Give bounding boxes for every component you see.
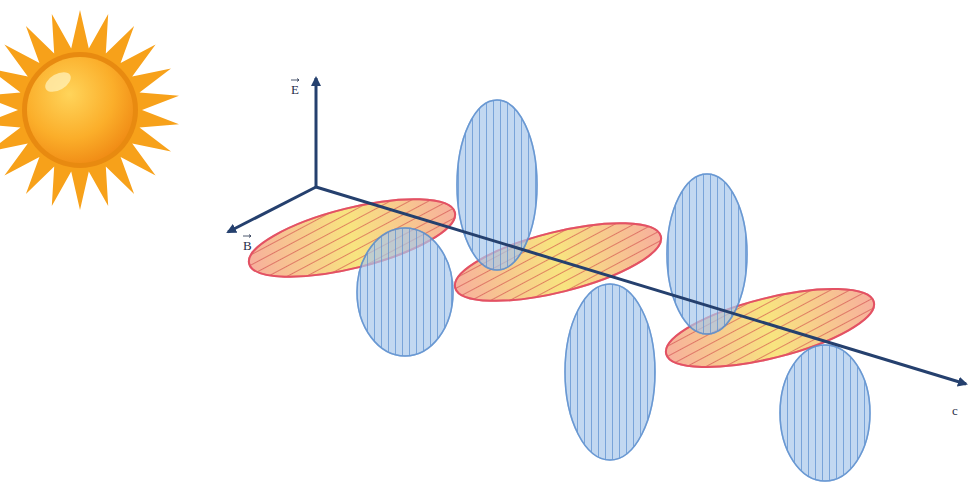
vector-marks	[243, 79, 299, 238]
magnetic-field	[242, 183, 881, 383]
speed-label: c	[952, 404, 958, 417]
e-field-label: E	[291, 83, 299, 96]
propagation-axis	[316, 187, 966, 384]
e-axis	[315, 78, 318, 187]
b-field-label: B	[243, 239, 252, 252]
electric-field	[357, 100, 870, 481]
sun	[0, 10, 179, 210]
